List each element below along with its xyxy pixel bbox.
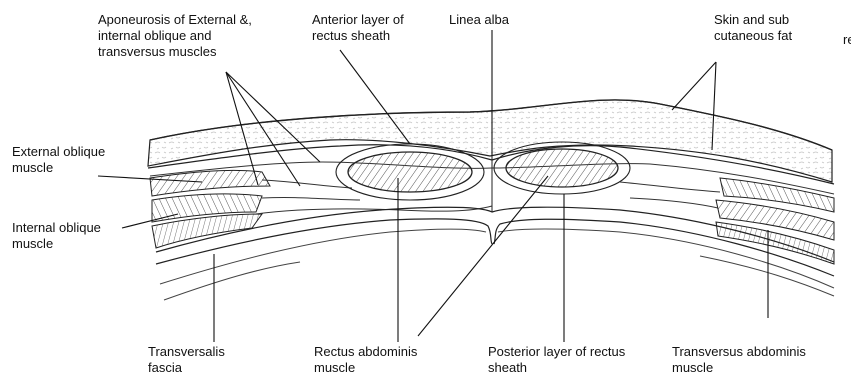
label-anterior-layer: Anterior layer of rectus sheath [312, 12, 407, 43]
label-transversalis: Transversalis fascia [148, 344, 228, 375]
rectus-abdominis-right [506, 149, 618, 187]
leader-rectus-abdominis-b [418, 176, 548, 336]
label-external-oblique: External oblique muscle [12, 144, 109, 175]
label-rectus-abdominis: Rectus abdominis muscle [314, 344, 421, 375]
rectus-abdominis-left [348, 152, 472, 192]
label-aponeurosis: Aponeurosis of External &, internal obli… [98, 12, 256, 59]
deep-layer-line [164, 256, 834, 300]
label-posterior-layer: Posterior layer of rectus sheath [488, 344, 629, 375]
subcutaneous-fat-layer [148, 100, 832, 182]
label-linea-alba: Linea alba [449, 12, 510, 27]
aponeurosis-line-right-2 [630, 198, 718, 208]
label-internal-oblique: Internal oblique muscle [12, 220, 105, 251]
aponeurosis-line-2 [262, 180, 352, 188]
label-cropped-fragment: re [843, 32, 851, 47]
aponeurosis-line-right-1 [620, 182, 720, 192]
leader-skin [672, 62, 716, 110]
label-transversus-abdominis: Transversus abdominis muscle [672, 344, 810, 375]
label-skin: Skin and sub cutaneous fat [714, 12, 793, 43]
aponeurosis-line-3 [262, 197, 360, 200]
